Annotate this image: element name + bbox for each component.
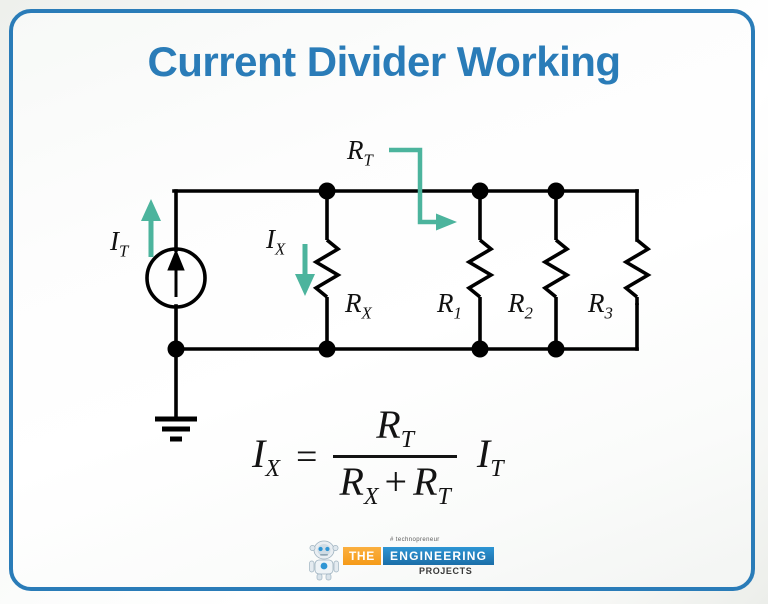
logo-projects-text: PROJECTS [419, 566, 473, 576]
label-r2-base: R [508, 288, 525, 318]
current-source-arrow [167, 249, 185, 297]
label-rt: RT [347, 137, 373, 169]
rt-pointer-arrowhead [436, 213, 457, 231]
resistor-r3 [622, 238, 652, 305]
label-ix-sub: X [275, 239, 286, 259]
junction-dot-top-rx [318, 182, 336, 200]
formula-denominator-right-base: R [413, 459, 438, 504]
page-title: Current Divider Working [147, 38, 621, 85]
site-logo[interactable]: # technopreneur THE ENGINEERING PROJECTS [307, 537, 495, 581]
rt-pointer-arrow [389, 147, 443, 225]
junction-dot-bottom-source [167, 340, 185, 358]
formula-tail: IT [476, 430, 504, 482]
formula-lhs-sub: X [265, 455, 280, 482]
label-rx-sub: X [361, 303, 372, 323]
label-r2: R2 [508, 290, 533, 322]
formula-denominator: RX+RT [333, 458, 456, 510]
junction-dot-top-r2 [547, 182, 565, 200]
junction-dot-bottom-r2 [547, 340, 565, 358]
junction-dot-bottom-r1 [471, 340, 489, 358]
label-r3-sub: 3 [604, 303, 613, 323]
current-divider-formula: IX = RT RX+RT IT [252, 405, 504, 510]
label-rt-sub: T [363, 150, 373, 170]
label-it-base: I [110, 226, 119, 256]
formula-lhs-base: I [252, 430, 266, 476]
label-r1-base: R [437, 288, 454, 318]
label-ix: IX [266, 226, 285, 258]
resistor-r2 [541, 191, 571, 349]
label-rx-base: R [345, 288, 362, 318]
label-r1-sub: 1 [453, 303, 462, 323]
label-it-sub: T [119, 241, 129, 261]
label-r1: R1 [437, 290, 462, 322]
formula-denominator-left-base: R [339, 459, 364, 504]
junction-dots [167, 182, 565, 358]
resistor-rx [312, 191, 342, 349]
logo-the-badge: THE [343, 547, 381, 565]
current-ix-arrow [295, 244, 315, 296]
junction-dot-bottom-rx [318, 340, 336, 358]
label-rx: RX [345, 290, 372, 322]
label-ix-base: I [266, 224, 275, 254]
robot-mascot-icon [309, 540, 339, 581]
formula-equals: = [296, 436, 318, 478]
label-r2-sub: 2 [524, 303, 533, 323]
formula-fraction-bar [333, 455, 457, 458]
logo-tagline: # technopreneur [390, 537, 440, 543]
label-rt-base: R [347, 135, 364, 165]
current-it-arrow [141, 199, 161, 257]
formula-numerator: RT [364, 405, 426, 455]
label-r3-base: R [588, 288, 605, 318]
formula-denominator-right-sub: T [437, 484, 451, 510]
junction-dot-top-r1 [471, 182, 489, 200]
formula-lhs: IX [252, 430, 280, 482]
resistor-r1 [465, 191, 495, 349]
formula-numerator-sub: T [400, 427, 415, 453]
label-it: IT [110, 228, 128, 260]
formula-tail-base: I [476, 430, 491, 476]
formula-fraction: RT RX+RT [333, 405, 457, 510]
formula-denominator-plus: + [384, 459, 408, 504]
formula-denominator-left-sub: X [363, 484, 379, 510]
current-source-symbol [145, 247, 207, 309]
formula-numerator-base: R [376, 402, 401, 447]
logo-engineering-badge: ENGINEERING [383, 547, 495, 565]
label-r3: R3 [588, 290, 613, 322]
formula-tail-sub: T [490, 455, 504, 482]
ground-symbol [155, 416, 197, 442]
